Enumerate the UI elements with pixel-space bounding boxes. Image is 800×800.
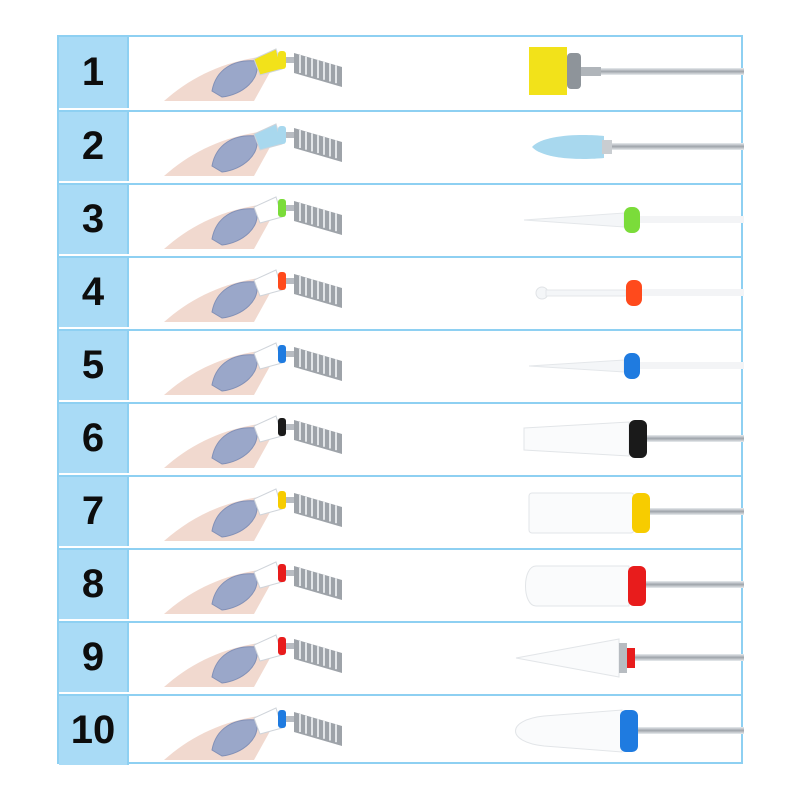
nail-bit-table: 1 2 3 [57,35,744,765]
bit-number: 10 [59,696,129,765]
bit-row: 2 [59,110,744,181]
nail-usage-illustration [164,114,344,180]
ceramic-bit-icon [444,333,744,399]
bit-row: 10 [59,694,744,765]
bit-number: 7 [59,477,129,546]
bit-number: 6 [59,404,129,473]
bit-number: 8 [59,550,129,619]
nail-usage-illustration [164,187,344,253]
stone-bit-icon [444,114,744,180]
bit-row: 8 [59,548,744,619]
bit-number: 3 [59,185,129,254]
bit-number: 4 [59,258,129,327]
nail-usage-illustration [164,39,344,105]
ceramic-bit-icon [444,406,744,472]
nail-usage-illustration [164,625,344,691]
nail-usage-illustration [164,406,344,472]
bit-number: 9 [59,623,129,692]
ceramic-bit-icon [444,698,744,764]
bit-number: 1 [59,37,129,108]
ceramic-bit-icon [444,552,744,618]
nail-usage-illustration [164,333,344,399]
bit-row: 7 [59,475,744,546]
bit-row: 6 [59,402,744,473]
bit-row: 9 [59,621,744,692]
bit-number: 2 [59,112,129,181]
ceramic-bit-icon [444,479,744,545]
nail-usage-illustration [164,479,344,545]
bit-row: 1 [59,37,744,108]
bit-row: 4 [59,256,744,327]
bit-row: 3 [59,183,744,254]
nail-usage-illustration [164,698,344,764]
ceramic-bit-icon [444,260,744,326]
ceramic-bit-icon [444,187,744,253]
brush-bit-icon [444,39,744,105]
nail-usage-illustration [164,552,344,618]
bit-number: 5 [59,331,129,400]
bit-row: 5 [59,329,744,400]
ceramic-bit-icon [444,625,744,691]
nail-usage-illustration [164,260,344,326]
